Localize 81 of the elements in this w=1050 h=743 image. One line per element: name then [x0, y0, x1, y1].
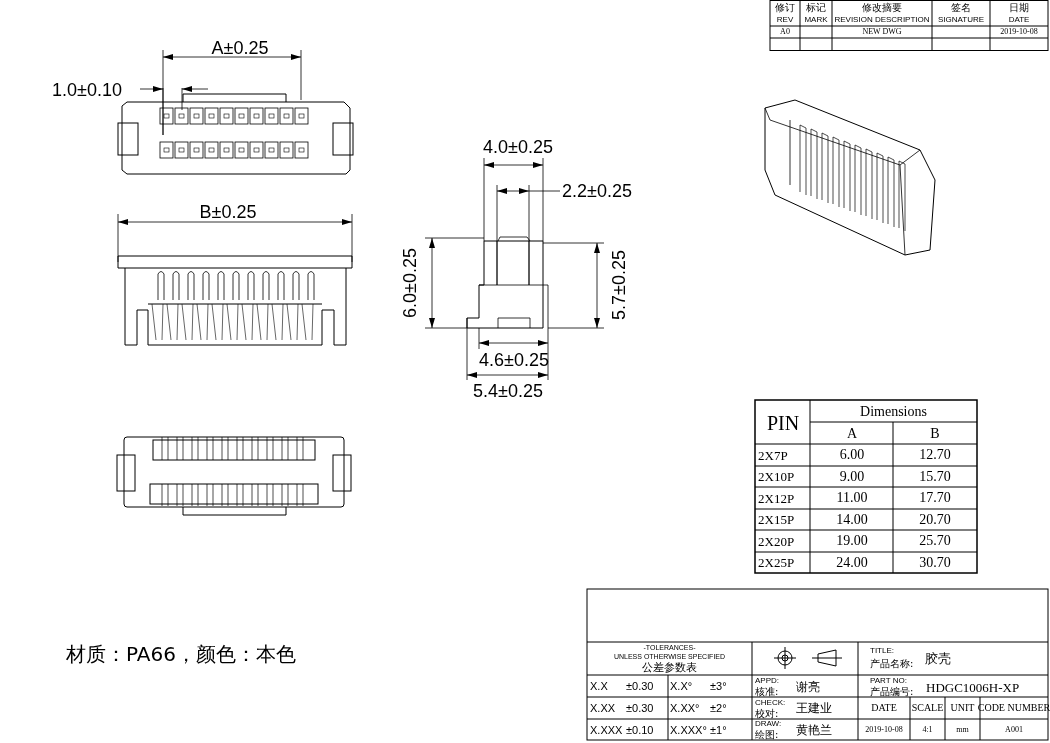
dimension-text: A±0.25 — [211, 39, 269, 57]
revision-header-text: 修订 — [775, 3, 795, 13]
dimension-text: 2.2±0.25 — [562, 182, 632, 200]
tolerance-text: ±1° — [710, 724, 727, 736]
table-cell-text: 2X12P — [758, 491, 795, 505]
table-cell-text: 15.70 — [919, 469, 951, 484]
revision-header-text: 日期 — [1009, 3, 1029, 13]
title-block-text: HDGC1006H-XP — [926, 680, 1020, 694]
revision-header-text: MARK — [804, 15, 828, 24]
title-block-text: 公差参数表 — [642, 662, 697, 673]
table-header-text: A — [846, 426, 858, 441]
tolerance-text: ±0.30 — [626, 702, 654, 714]
title-block-text: 2019-10-08 — [865, 726, 903, 734]
title-block-text: 4:1 — [922, 726, 933, 734]
table-header-text: Dimensions — [860, 404, 927, 419]
tolerance-text: X.XXX — [590, 724, 623, 736]
revision-header-text: DATE — [1008, 15, 1030, 24]
table-cell-text: 2X20P — [758, 534, 795, 548]
title-block-text: 胶壳 — [925, 651, 951, 665]
table-cell-text: 12.70 — [919, 448, 951, 462]
dimension-text: 5.7±0.25 — [610, 250, 628, 320]
revision-cell-text: NEW DWG — [862, 28, 902, 36]
title-block-text: DATE — [871, 703, 897, 713]
table-cell-text: 2X15P — [758, 513, 795, 526]
title-block-text: 谢亮 — [796, 681, 820, 693]
table-cell-text: 25.70 — [919, 534, 951, 548]
title-block-text: APPD: — [755, 677, 779, 685]
title-block-text: 黄艳兰 — [796, 724, 832, 736]
dimension-text: 5.4±0.25 — [473, 382, 543, 400]
title-block-text: 校对: — [755, 709, 779, 719]
title-block-text: PART NO: — [870, 677, 907, 685]
table-cell-text: 17.70 — [919, 491, 951, 505]
table-cell-text: 2X25P — [758, 556, 795, 569]
dimension-text: 4.0±0.25 — [483, 138, 553, 156]
title-block-text: 产品编号: — [870, 687, 914, 697]
table-cell-text: 30.70 — [919, 555, 951, 570]
table-cell-text: 6.00 — [839, 448, 865, 462]
dimension-text: 6.0±0.25 — [401, 248, 419, 318]
tolerance-text: ±0.30 — [626, 680, 654, 692]
revision-header-text: 签名 — [951, 3, 971, 13]
tolerance-text: X.X — [590, 680, 608, 692]
title-block-text: CHECK: — [755, 699, 786, 707]
tolerance-text: X.XXX° — [670, 724, 707, 736]
tolerance-text: ±0.10 — [626, 724, 654, 736]
table-header-text: B — [930, 426, 940, 441]
title-block-text: 王建业 — [796, 702, 832, 714]
tolerance-text: X.XX — [590, 702, 616, 714]
table-cell-text: 2X7P — [758, 448, 788, 462]
title-block-text: TITLE: — [870, 647, 894, 655]
title-block-text: A001 — [1005, 726, 1023, 734]
revision-cell-text: A0 — [780, 28, 790, 36]
tolerance-text: ±3° — [710, 680, 727, 692]
table-cell-text: 20.70 — [919, 512, 951, 527]
table-cell-text: 11.00 — [836, 491, 868, 505]
title-block-text: UNIT — [950, 703, 975, 713]
table-header-text: PIN — [766, 412, 800, 433]
tolerance-text: X.XX° — [670, 702, 700, 714]
table-cell-text: 2X10P — [758, 470, 795, 483]
revision-cell-text: 2019-10-08 — [1000, 28, 1038, 36]
table-cell-text: 14.00 — [836, 512, 868, 527]
dimension-text: 1.0±0.10 — [52, 81, 122, 99]
title-block-text: mm — [956, 726, 969, 734]
title-block-text: 产品名称: — [870, 658, 914, 669]
revision-header-text: SIGNATURE — [937, 15, 985, 24]
revision-header-text: 标记 — [806, 3, 826, 13]
title-block-text: 核准: — [755, 687, 779, 697]
table-cell-text: 19.00 — [836, 534, 868, 548]
tolerance-text: ±2° — [710, 702, 727, 714]
title-block-text: DRAW: — [755, 720, 782, 728]
revision-header-text: REV — [776, 15, 794, 24]
table-cell-text: 9.00 — [839, 469, 865, 484]
revision-header-text: 修改摘要 — [862, 3, 902, 13]
title-block-text: 绘图: — [755, 730, 779, 740]
material-note: 材质：PA66，颜色：本色 — [66, 644, 296, 664]
title-block-text: SCALE — [911, 703, 944, 713]
dimension-text: B±0.25 — [199, 203, 257, 221]
revision-header-text: REVISION DESCRIPTION — [834, 15, 930, 24]
tolerance-text: X.X° — [670, 680, 693, 692]
title-block-text: CODE NUMBER — [977, 703, 1050, 713]
dimension-text: 4.6±0.25 — [479, 351, 549, 369]
table-cell-text: 24.00 — [836, 555, 868, 570]
